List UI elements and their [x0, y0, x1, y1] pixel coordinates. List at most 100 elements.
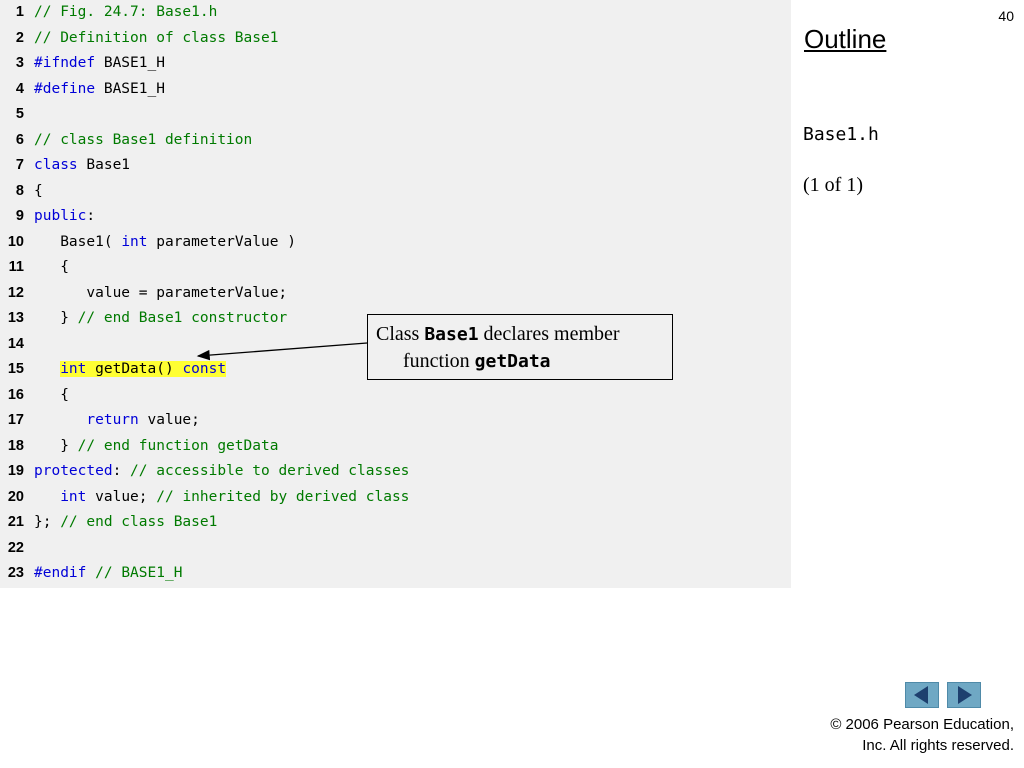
code-token: parameterValue ): [147, 233, 296, 250]
line-number: 11: [8, 259, 24, 275]
line-number: 9: [15, 208, 24, 224]
code-token: [86, 565, 95, 581]
line-number: 8: [15, 182, 24, 199]
code-token: #define: [34, 80, 96, 97]
line-number: 15: [7, 361, 24, 377]
code-text: value = parameterValue;: [34, 281, 287, 306]
code-token: class: [34, 157, 78, 173]
code-token: [34, 361, 60, 377]
line-number: 5: [15, 106, 24, 122]
code-token: // Fig. 24.7: Base1.h: [34, 4, 218, 20]
code-token: Base1: [77, 157, 131, 173]
code-token: // end class Base1: [60, 514, 218, 530]
callout-line2-prefix: function: [403, 350, 475, 372]
line-number: 10: [7, 233, 24, 250]
code-token: }: [34, 437, 78, 454]
code-token: value;: [138, 412, 200, 428]
left-triangle-icon: [914, 686, 928, 704]
code-token: // class Base1 definition: [34, 131, 253, 148]
code-text: public:: [34, 204, 95, 229]
code-token: };: [34, 514, 61, 530]
code-text: // Definition of class Base1: [34, 26, 278, 51]
line-number: 22: [7, 539, 24, 556]
right-triangle-icon: [958, 686, 972, 704]
code-token: // end function getData: [77, 437, 279, 454]
line-number: 19: [7, 463, 24, 479]
callout-class-name: Base1: [424, 324, 479, 345]
outline-title[interactable]: Outline: [804, 24, 887, 54]
code-token: BASE1_H: [95, 55, 165, 71]
code-text: #endif // BASE1_H: [34, 561, 182, 586]
previous-slide-button[interactable]: [905, 682, 939, 708]
code-token: // Definition of class Base1: [34, 29, 279, 46]
copyright-line-2: Inc. All rights reserved.: [862, 737, 1014, 754]
code-text: // class Base1 definition: [34, 128, 252, 153]
line-number: 3: [15, 55, 24, 71]
callout-prefix: Class: [376, 323, 425, 345]
line-number: 2: [15, 29, 24, 46]
line-number: 12: [7, 284, 24, 301]
code-token: int: [121, 233, 148, 250]
line-number: 20: [7, 488, 24, 505]
code-token: int: [60, 488, 87, 505]
code-token: const: [182, 361, 227, 377]
callout-line-1: Class Base1 declares member: [376, 321, 664, 348]
code-text: } // end Base1 constructor: [34, 306, 287, 331]
callout-function-name: getData: [474, 351, 551, 372]
code-token: BASE1_H: [95, 80, 165, 97]
line-number: 23: [7, 565, 24, 581]
callout-box: Class Base1 declares member function get…: [367, 314, 673, 380]
code-token: {: [34, 386, 69, 403]
code-text: {: [34, 383, 69, 408]
line-number: 6: [15, 131, 24, 148]
next-slide-button[interactable]: [947, 682, 981, 708]
line-number: 14: [7, 335, 24, 352]
callout-middle: declares member: [478, 323, 620, 345]
line-number: 16: [7, 386, 24, 403]
code-text: return value;: [34, 408, 200, 433]
code-text: Base1( int parameterValue ): [34, 230, 296, 255]
code-token: :: [112, 463, 131, 479]
copyright-notice: © 2006 Pearson Education, Inc. All right…: [830, 714, 1014, 756]
code-token: {: [34, 259, 69, 275]
line-number: 7: [15, 157, 24, 173]
code-text: #define BASE1_H: [34, 77, 165, 102]
code-text: // Fig. 24.7: Base1.h: [34, 0, 217, 25]
code-text: }; // end class Base1: [34, 510, 217, 535]
line-number: 17: [7, 412, 24, 428]
code-token: int: [60, 361, 87, 377]
code-listing: 1 // Fig. 24.7: Base1.h 2 // Definition of …: [0, 0, 791, 588]
code-text: {: [34, 179, 43, 204]
callout-line-2: function getData: [376, 348, 664, 375]
code-token: #ifndef: [34, 55, 96, 71]
code-token: // end Base1 constructor: [77, 310, 288, 326]
file-name-label: Base1.h: [803, 124, 879, 145]
code-token: :: [86, 208, 96, 224]
line-number: 18: [7, 437, 24, 454]
line-number: 21: [7, 514, 24, 530]
code-token: [34, 412, 86, 428]
code-token: public: [34, 208, 87, 224]
code-token: [34, 489, 60, 505]
code-token: // accessible to derived classes: [130, 463, 410, 479]
code-text: int value; // inherited by derived class: [34, 485, 409, 510]
code-token: value;: [86, 488, 157, 505]
code-token: // BASE1_H: [95, 565, 183, 581]
code-text: int getData() const: [34, 357, 227, 382]
code-text: #ifndef BASE1_H: [34, 51, 165, 76]
slide-number: 40: [998, 8, 1014, 24]
code-token: Base1(: [34, 233, 122, 250]
code-token: // inherited by derived class: [156, 488, 410, 505]
code-text: class Base1: [34, 153, 130, 178]
line-number: 4: [15, 80, 24, 97]
code-token: #endif: [34, 565, 87, 581]
page-indicator: (1 of 1): [803, 174, 863, 196]
line-number: 1: [15, 4, 24, 20]
code-token: return: [86, 412, 139, 428]
line-number: 13: [7, 310, 24, 326]
code-token: protected: [34, 463, 113, 479]
code-text: {: [34, 255, 69, 280]
code-text: } // end function getData: [34, 434, 278, 459]
code-token: {: [34, 182, 43, 199]
code-text: protected: // accessible to derived clas…: [34, 459, 409, 484]
